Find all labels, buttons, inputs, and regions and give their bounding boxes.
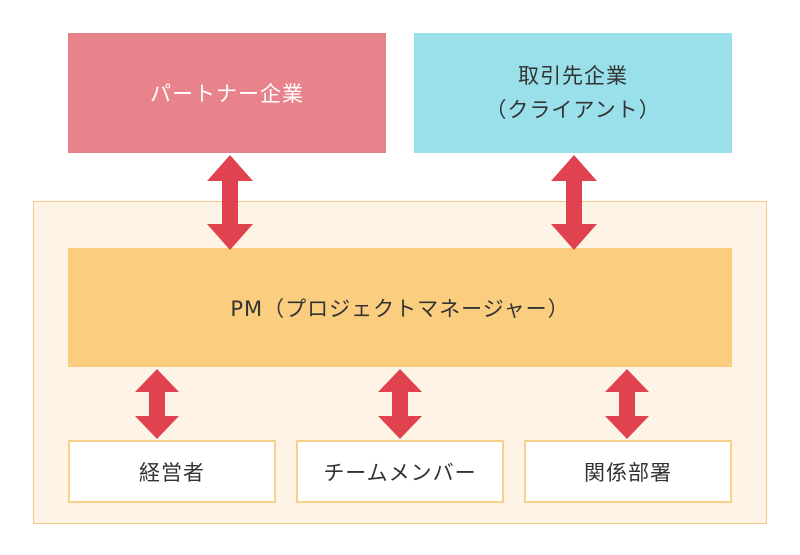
pm-box: PM（プロジェクトマネージャー） (68, 248, 732, 367)
member-label-team-members: チームメンバー (323, 460, 477, 485)
double-arrow-icon-pm-executive (135, 369, 179, 439)
double-arrow-icon-pm-team-members (378, 369, 422, 439)
pm-label: PM（プロジェクトマネージャー） (230, 296, 570, 321)
arrow-shape (378, 369, 422, 439)
member-box-executive: 経営者 (68, 440, 276, 503)
partner-company-label: パートナー企業 (150, 82, 304, 106)
arrow-shape (135, 369, 179, 439)
partner-company-box: パートナー企業 (68, 33, 386, 153)
client-company-label: 取引先企業 (518, 64, 628, 88)
double-arrow-icon-pm-related-departments (605, 369, 649, 439)
member-box-related-departments: 関係部署 (524, 440, 732, 503)
member-label-related-departments: 関係部署 (584, 460, 672, 485)
arrow-shape (551, 155, 597, 250)
arrow-shape (207, 155, 253, 250)
double-arrow-icon-client-pm (551, 155, 597, 250)
member-label-executive: 経営者 (139, 460, 205, 485)
member-box-team-members: チームメンバー (296, 440, 504, 503)
double-arrow-icon-partner-pm (207, 155, 253, 250)
arrow-shape (605, 369, 649, 439)
client-company-sublabel: （クライアント） (485, 98, 661, 122)
client-company-box: 取引先企業 （クライアント） (414, 33, 732, 153)
